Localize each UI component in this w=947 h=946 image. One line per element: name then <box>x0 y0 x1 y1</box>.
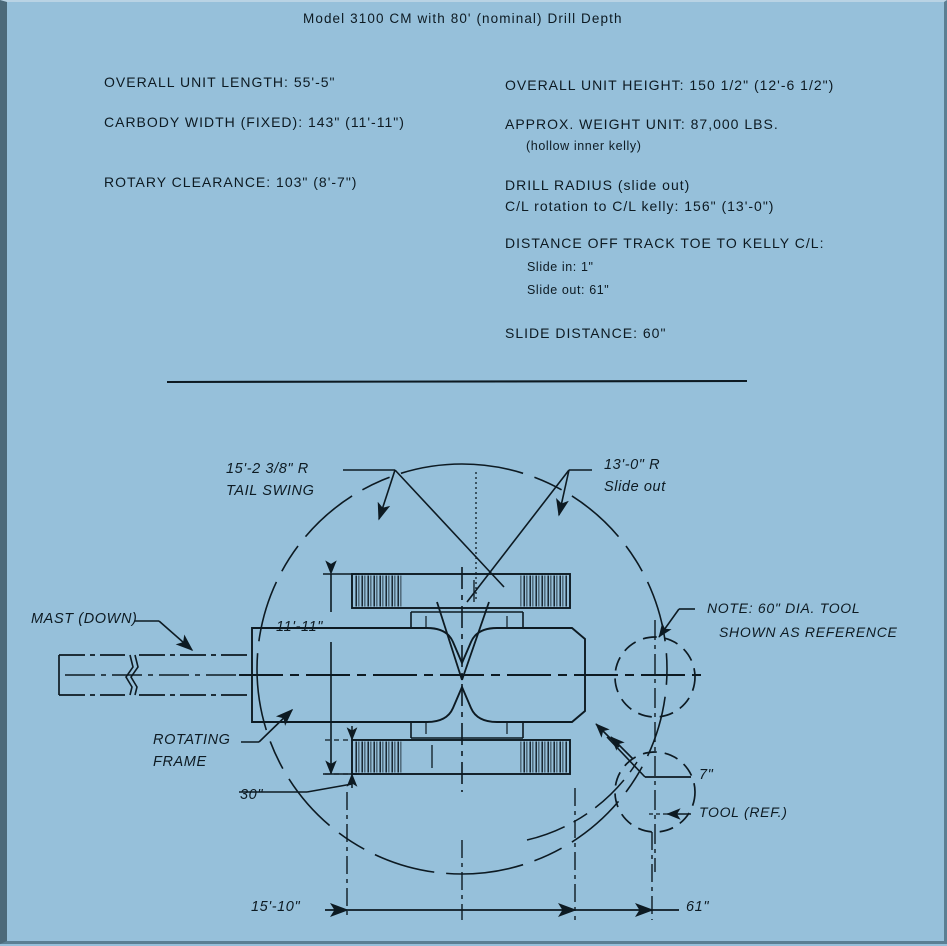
spec-approx-weight: APPROX. WEIGHT UNIT: 87,000 LBS. <box>505 116 779 132</box>
label-tool-note-line1: NOTE: 60" DIA. TOOL <box>707 600 861 616</box>
label-tool-note-line2: SHOWN AS REFERENCE <box>719 624 898 640</box>
label-tail-swing-radius: 15'-2 3/8" R <box>226 461 309 477</box>
label-tail-swing: TAIL SWING <box>226 483 315 499</box>
spec-rotary-clearance: ROTARY CLEARANCE: 103" (8'-7") <box>104 174 358 190</box>
mast-leader <box>135 620 194 652</box>
tail-swing-arc <box>256 463 668 875</box>
spec-carbody-width: CARBODY WIDTH (FIXED): 143" (11'-11") <box>104 114 405 130</box>
spec-distance-off-track-toe: DISTANCE OFF TRACK TOE TO KELLY C/L: <box>505 235 825 251</box>
spec-cl-rotation-to-cl-kelly: C/L rotation to C/L kelly: 156" (13'-0") <box>505 198 775 214</box>
label-rotating-frame-line2: FRAME <box>153 754 207 770</box>
spec-hollow-inner-kelly: (hollow inner kelly) <box>526 139 642 153</box>
rotating-frame-body <box>251 627 586 723</box>
label-slide-out-radius: 13'-0" R <box>604 457 661 473</box>
sheet-title: Model 3100 CM with 80' (nominal) Drill D… <box>303 11 623 26</box>
technical-drawing-canvas <box>58 379 748 920</box>
label-tool-ref: TOOL (REF.) <box>699 804 788 820</box>
label-mast-down: MAST (DOWN) <box>31 611 138 627</box>
label-track-width-dim: 30" <box>240 787 264 803</box>
spec-drill-radius: DRILL RADIUS (slide out) <box>505 177 691 193</box>
slide-out-leader <box>466 469 592 603</box>
label-tool-offset-dim: 7" <box>699 767 714 783</box>
label-rotating-frame-line1: ROTATING <box>153 732 231 748</box>
tail-swing-leader <box>343 469 505 588</box>
track-mounting-brackets <box>410 611 524 739</box>
dimension-track-width <box>239 726 359 793</box>
tool-offset-leader <box>595 723 691 778</box>
label-overall-left-dim: 15'-10" <box>251 899 301 915</box>
kelly-center-vee <box>436 601 490 681</box>
crawler-track-upper <box>351 573 571 609</box>
dimension-chain-bottom <box>325 788 679 920</box>
slide-out-arc <box>526 761 638 841</box>
rotating-frame-leader <box>241 708 294 743</box>
crawler-track-lower <box>351 739 571 775</box>
section-divider-rule <box>166 379 748 384</box>
label-slide-out: Slide out <box>604 479 666 495</box>
note-leader <box>658 608 695 638</box>
spec-slide-out: Slide out: 61" <box>527 283 610 297</box>
label-slide-out-dim: 61" <box>686 899 710 915</box>
mast-outline <box>58 654 252 696</box>
spec-overall-unit-height: OVERALL UNIT HEIGHT: 150 1/2" (12'-6 1/2… <box>505 77 835 93</box>
spec-slide-distance: SLIDE DISTANCE: 60" <box>505 325 667 341</box>
spec-overall-unit-length: OVERALL UNIT LENGTH: 55'-5" <box>104 74 336 90</box>
dimension-carbody-width <box>323 560 359 775</box>
label-carbody-width-dim: 11'-11" <box>276 619 324 635</box>
spec-slide-in: Slide in: 1" <box>527 260 594 274</box>
tool-circle-lower <box>614 751 696 833</box>
